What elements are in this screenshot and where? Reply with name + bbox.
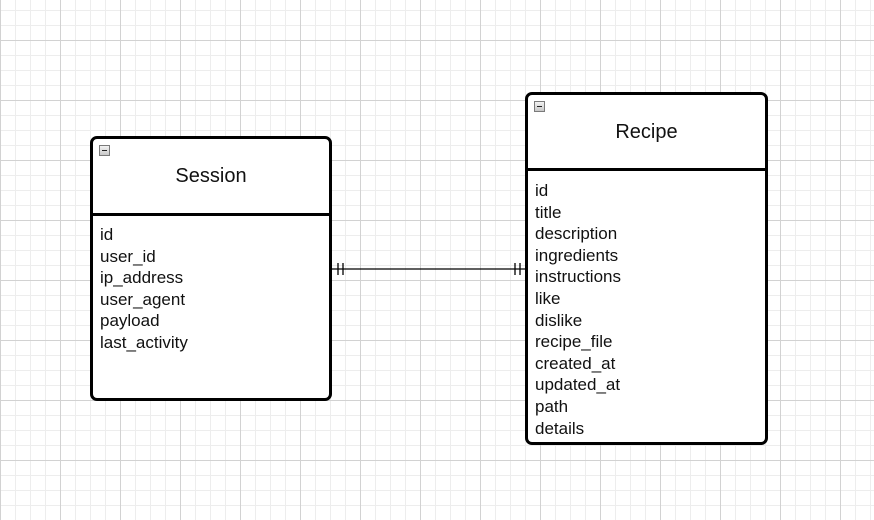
recipe-attribute: dislike — [535, 310, 583, 330]
recipe-attribute: like — [535, 288, 561, 308]
recipe-attribute: id — [535, 181, 549, 200]
recipe-attribute: updated_at — [535, 375, 621, 395]
session-entity[interactable]: Session id user_id ip_address user_agent… — [90, 136, 332, 401]
session-attribute: ip_address — [100, 268, 184, 288]
recipe-attribute: path — [535, 396, 569, 416]
recipe-attribute: details — [535, 418, 585, 438]
recipe-attribute: ingredients — [535, 245, 619, 265]
recipe-attribute: description — [535, 224, 618, 244]
recipe-entity-title: Recipe — [615, 121, 678, 143]
recipe-attribute: recipe_file — [535, 332, 613, 352]
recipe-attribute-list: id title description ingredients instruc… — [528, 171, 765, 439]
session-attribute: payload — [100, 311, 160, 331]
collapse-minus-icon[interactable] — [99, 145, 110, 156]
session-entity-header: Session — [93, 139, 329, 216]
recipe-entity[interactable]: Recipe id title description ingredients … — [525, 92, 768, 445]
session-entity-title: Session — [175, 165, 247, 187]
session-attribute: last_activity — [100, 332, 188, 352]
recipe-attribute: title — [535, 202, 562, 222]
session-attribute: id — [100, 225, 114, 244]
session-attribute: user_agent — [100, 289, 186, 309]
collapse-minus-icon[interactable] — [534, 101, 545, 112]
recipe-attribute: instructions — [535, 267, 621, 287]
recipe-entity-header: Recipe — [528, 95, 765, 171]
session-attribute: user_id — [100, 246, 156, 266]
session-attribute-list: id user_id ip_address user_agent payload… — [93, 216, 329, 354]
recipe-attribute: created_at — [535, 353, 616, 373]
